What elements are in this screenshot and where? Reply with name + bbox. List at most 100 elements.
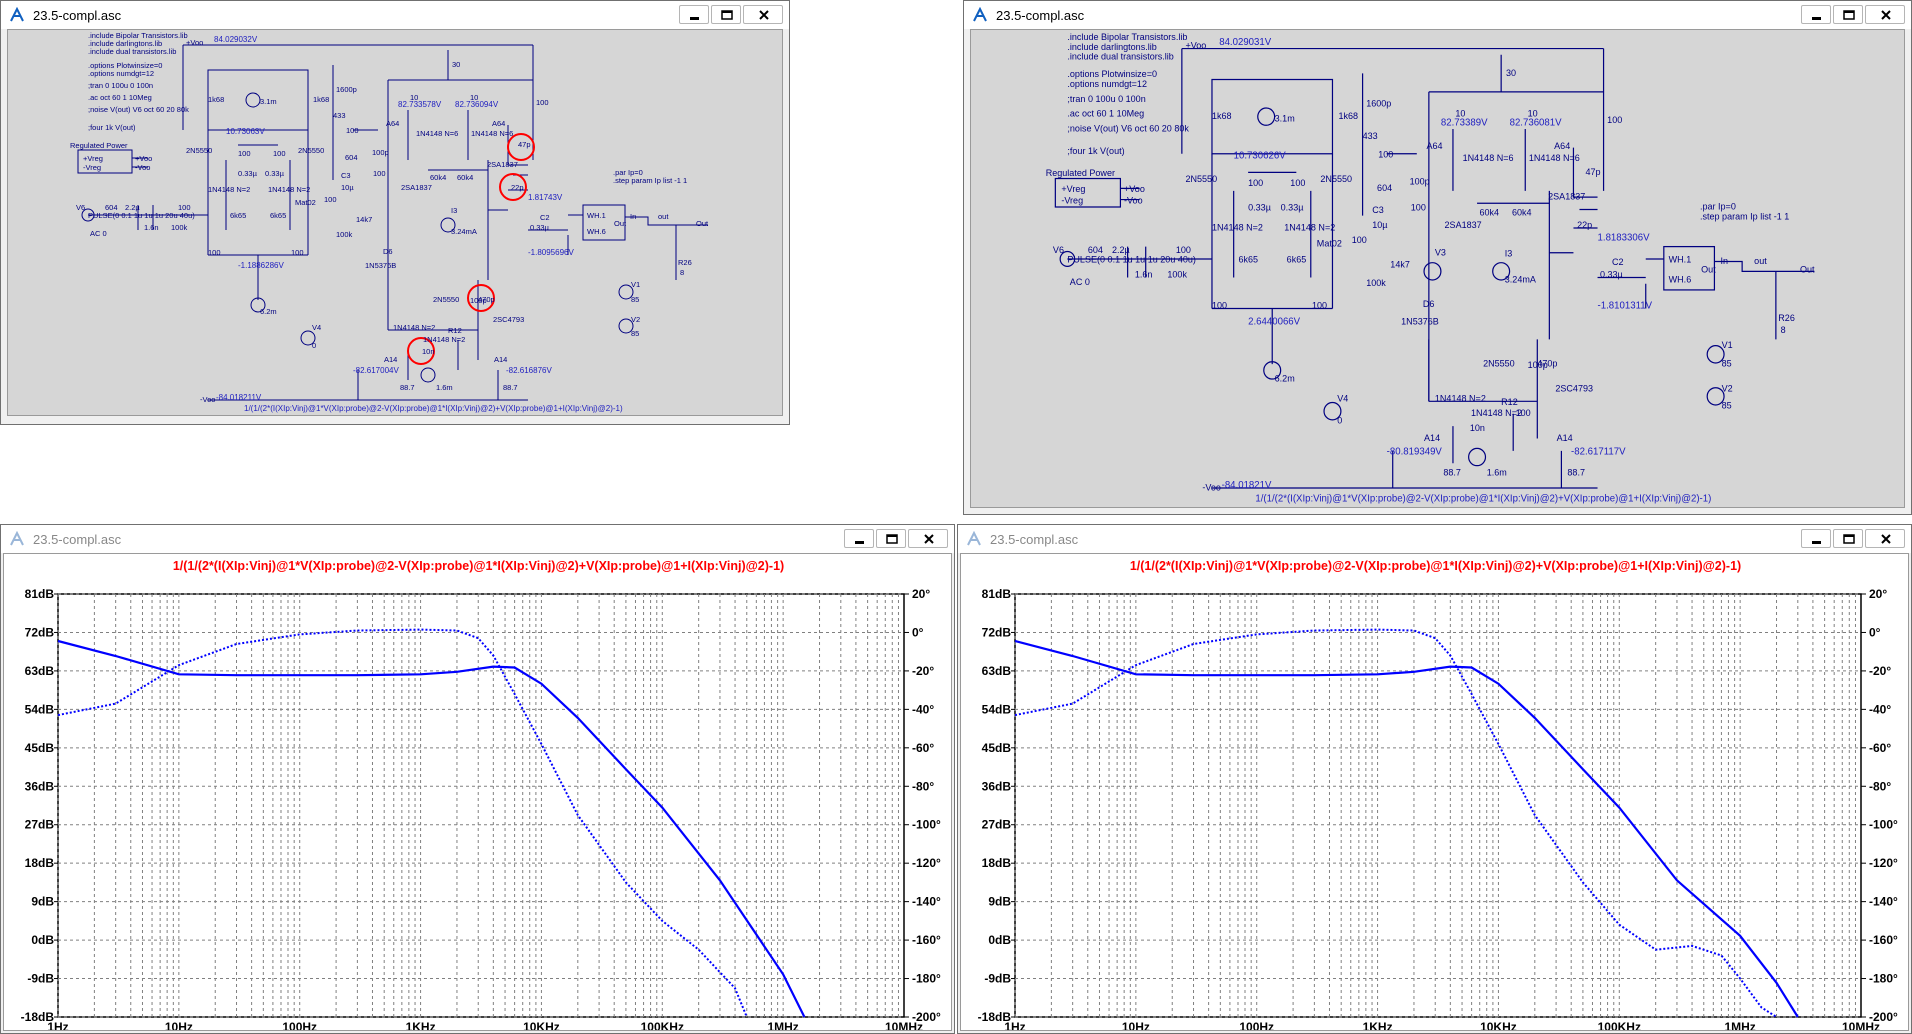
label: 2N5550 bbox=[298, 146, 324, 155]
label: 100 bbox=[1352, 235, 1367, 245]
maximize-button[interactable] bbox=[1833, 5, 1863, 24]
directive-text: .include Bipolar Transistors.lib bbox=[1067, 32, 1187, 42]
y-tick-label: -9dB bbox=[27, 972, 54, 986]
label: 1N4148 N=2 bbox=[1284, 222, 1335, 232]
y-tick-label: 0dB bbox=[31, 933, 54, 947]
label: In bbox=[1720, 256, 1728, 266]
expression-text: 1/(1/(2*(I(XIp:Vinj)@1*V(XIp:probe)@2-V(… bbox=[244, 404, 623, 413]
minimize-button[interactable] bbox=[1801, 5, 1831, 24]
schematic-window-left[interactable]: 23.5-compl.asc bbox=[0, 0, 790, 425]
expression-text: 1/(1/(2*(I(XIp:Vinj)@1*V(XIp:probe)@2-V(… bbox=[1255, 493, 1711, 504]
y-tick-label: 63dB bbox=[25, 664, 55, 678]
plot-pane[interactable]: 1/(1/(2*(I(XIp:Vinj)@1*V(XIp:probe)@2-V(… bbox=[960, 553, 1909, 1031]
y-tick-label: 72dB bbox=[25, 625, 55, 639]
label: I3 bbox=[1505, 248, 1513, 258]
title-bar[interactable]: 23.5-compl.asc bbox=[1, 525, 954, 553]
label: 6.2m bbox=[1275, 373, 1295, 383]
bode-plot[interactable]: 1/(1/(2*(I(XIp:Vinj)@1*V(XIp:probe)@2-V(… bbox=[961, 554, 1909, 1031]
plot-window-left[interactable]: 23.5-compl.asc 1/(1/(2*(I(XIp:Vinj)@1*V(… bbox=[0, 524, 955, 1034]
directive-text: ;noise V(out) V6 oct 60 20 80k bbox=[88, 105, 189, 114]
label: 1.6n bbox=[144, 223, 159, 232]
maximize-button[interactable] bbox=[876, 529, 906, 548]
label: 1k68 bbox=[1212, 111, 1232, 121]
label: Out bbox=[696, 219, 709, 228]
close-button[interactable] bbox=[908, 529, 948, 548]
y2-tick-label: -120° bbox=[912, 856, 941, 870]
ltspice-icon bbox=[967, 531, 981, 546]
plot-window-right[interactable]: 23.5-compl.asc 1/(1/(2*(I(XIp:Vinj)@1*V(… bbox=[957, 524, 1912, 1034]
directive-text: .options Plotwinsize=0 bbox=[88, 61, 162, 70]
minimize-button[interactable] bbox=[1801, 529, 1831, 548]
title-bar[interactable]: 23.5-compl.asc bbox=[964, 1, 1911, 29]
minimize-button[interactable] bbox=[679, 5, 709, 24]
label: 0.33µ bbox=[530, 223, 550, 232]
y-tick-label: 9dB bbox=[31, 895, 54, 909]
plot-area[interactable] bbox=[1014, 593, 1862, 1018]
label: 100 bbox=[1212, 300, 1227, 310]
directive-text: .ac oct 60 1 10Meg bbox=[1067, 109, 1144, 119]
label: 2N5550 bbox=[1320, 174, 1352, 184]
label: A14 bbox=[1424, 433, 1440, 443]
label: 100k bbox=[336, 230, 353, 239]
label: 100 bbox=[1248, 178, 1263, 188]
label: D6 bbox=[1423, 299, 1435, 309]
close-button[interactable] bbox=[743, 5, 783, 24]
label: A14 bbox=[384, 355, 397, 364]
label: 60k4 bbox=[457, 173, 473, 182]
schematic-canvas[interactable]: .include Bipolar Transistors.lib .includ… bbox=[7, 29, 783, 416]
label: 1N4148 N=2 bbox=[1471, 408, 1522, 418]
plot-pane[interactable]: 1/(1/(2*(I(XIp:Vinj)@1*V(XIp:probe)@2-V(… bbox=[3, 553, 952, 1031]
bode-plot[interactable]: 1/(1/(2*(I(XIp:Vinj)@1*V(XIp:probe)@2-V(… bbox=[4, 554, 952, 1031]
label: -Voo bbox=[135, 163, 150, 172]
node-voltage: -84.018211V bbox=[216, 393, 262, 402]
y-tick-label: 54dB bbox=[25, 702, 55, 716]
label: 100 bbox=[273, 149, 286, 158]
label: +Vreg bbox=[83, 154, 103, 163]
minimize-button[interactable] bbox=[844, 529, 874, 548]
label: 100 bbox=[1516, 408, 1531, 418]
param-text: .step param Ip list -1 1 bbox=[613, 176, 687, 185]
node-voltage: 1.8183306V bbox=[1598, 232, 1650, 243]
window-title: 23.5-compl.asc bbox=[33, 8, 122, 23]
directive-text: .include darlingtons.lib bbox=[88, 39, 162, 48]
label: R26 bbox=[678, 258, 692, 267]
x-tick-label: 100KHz bbox=[641, 1020, 684, 1031]
y-tick-label: 72dB bbox=[982, 625, 1012, 639]
label: 2N5550 bbox=[1483, 359, 1515, 369]
y2-tick-label: -80° bbox=[912, 779, 934, 793]
label: 100 bbox=[1290, 178, 1305, 188]
y2-tick-label: -180° bbox=[1869, 972, 1898, 986]
plot-area[interactable] bbox=[57, 593, 905, 1018]
node-voltage: 2.6440066V bbox=[1248, 316, 1300, 327]
label: 10 bbox=[470, 93, 478, 102]
directive-text: ;noise V(out) V6 oct 60 20 80k bbox=[1067, 123, 1189, 133]
close-button[interactable] bbox=[1865, 5, 1905, 24]
label: 8 bbox=[680, 268, 684, 277]
magnitude-series-line bbox=[57, 639, 806, 1018]
close-button[interactable] bbox=[1865, 529, 1905, 548]
label: PULSE(0 0.1 1u 1u 1u 20u 40u) bbox=[88, 211, 195, 220]
window-title: 23.5-compl.asc bbox=[996, 8, 1085, 23]
phase-series-line bbox=[1014, 628, 1778, 1018]
y2-tick-label: 0° bbox=[1869, 625, 1881, 639]
directive-text: .include Bipolar Transistors.lib bbox=[88, 31, 188, 40]
maximize-button[interactable] bbox=[1833, 529, 1863, 548]
label: 604 bbox=[345, 153, 358, 162]
label: 3.24mA bbox=[1505, 274, 1537, 284]
title-bar[interactable]: 23.5-compl.asc bbox=[1, 1, 789, 29]
plot-title: 1/(1/(2*(I(XIp:Vinj)@1*V(XIp:probe)@2-V(… bbox=[173, 559, 784, 573]
maximize-button[interactable] bbox=[711, 5, 741, 24]
label: 100p bbox=[470, 296, 487, 305]
node-voltage: -82.616876V bbox=[506, 366, 552, 375]
label: R26 bbox=[1778, 313, 1795, 323]
node-voltage: -80.819349V bbox=[1387, 446, 1443, 457]
schematic-window-right[interactable]: 23.5-compl.asc bbox=[963, 0, 1912, 515]
label: A64 bbox=[1554, 141, 1570, 151]
node-voltage: 10.730626V bbox=[1234, 151, 1286, 162]
label: 1k68 bbox=[1338, 111, 1358, 121]
title-bar[interactable]: 23.5-compl.asc bbox=[958, 525, 1911, 553]
label: 1N4148 N=2 bbox=[423, 335, 465, 344]
schematic-canvas[interactable]: .include Bipolar Transistors.lib .includ… bbox=[970, 29, 1905, 508]
label: 100 bbox=[1607, 115, 1622, 125]
label: I3 bbox=[451, 206, 457, 215]
